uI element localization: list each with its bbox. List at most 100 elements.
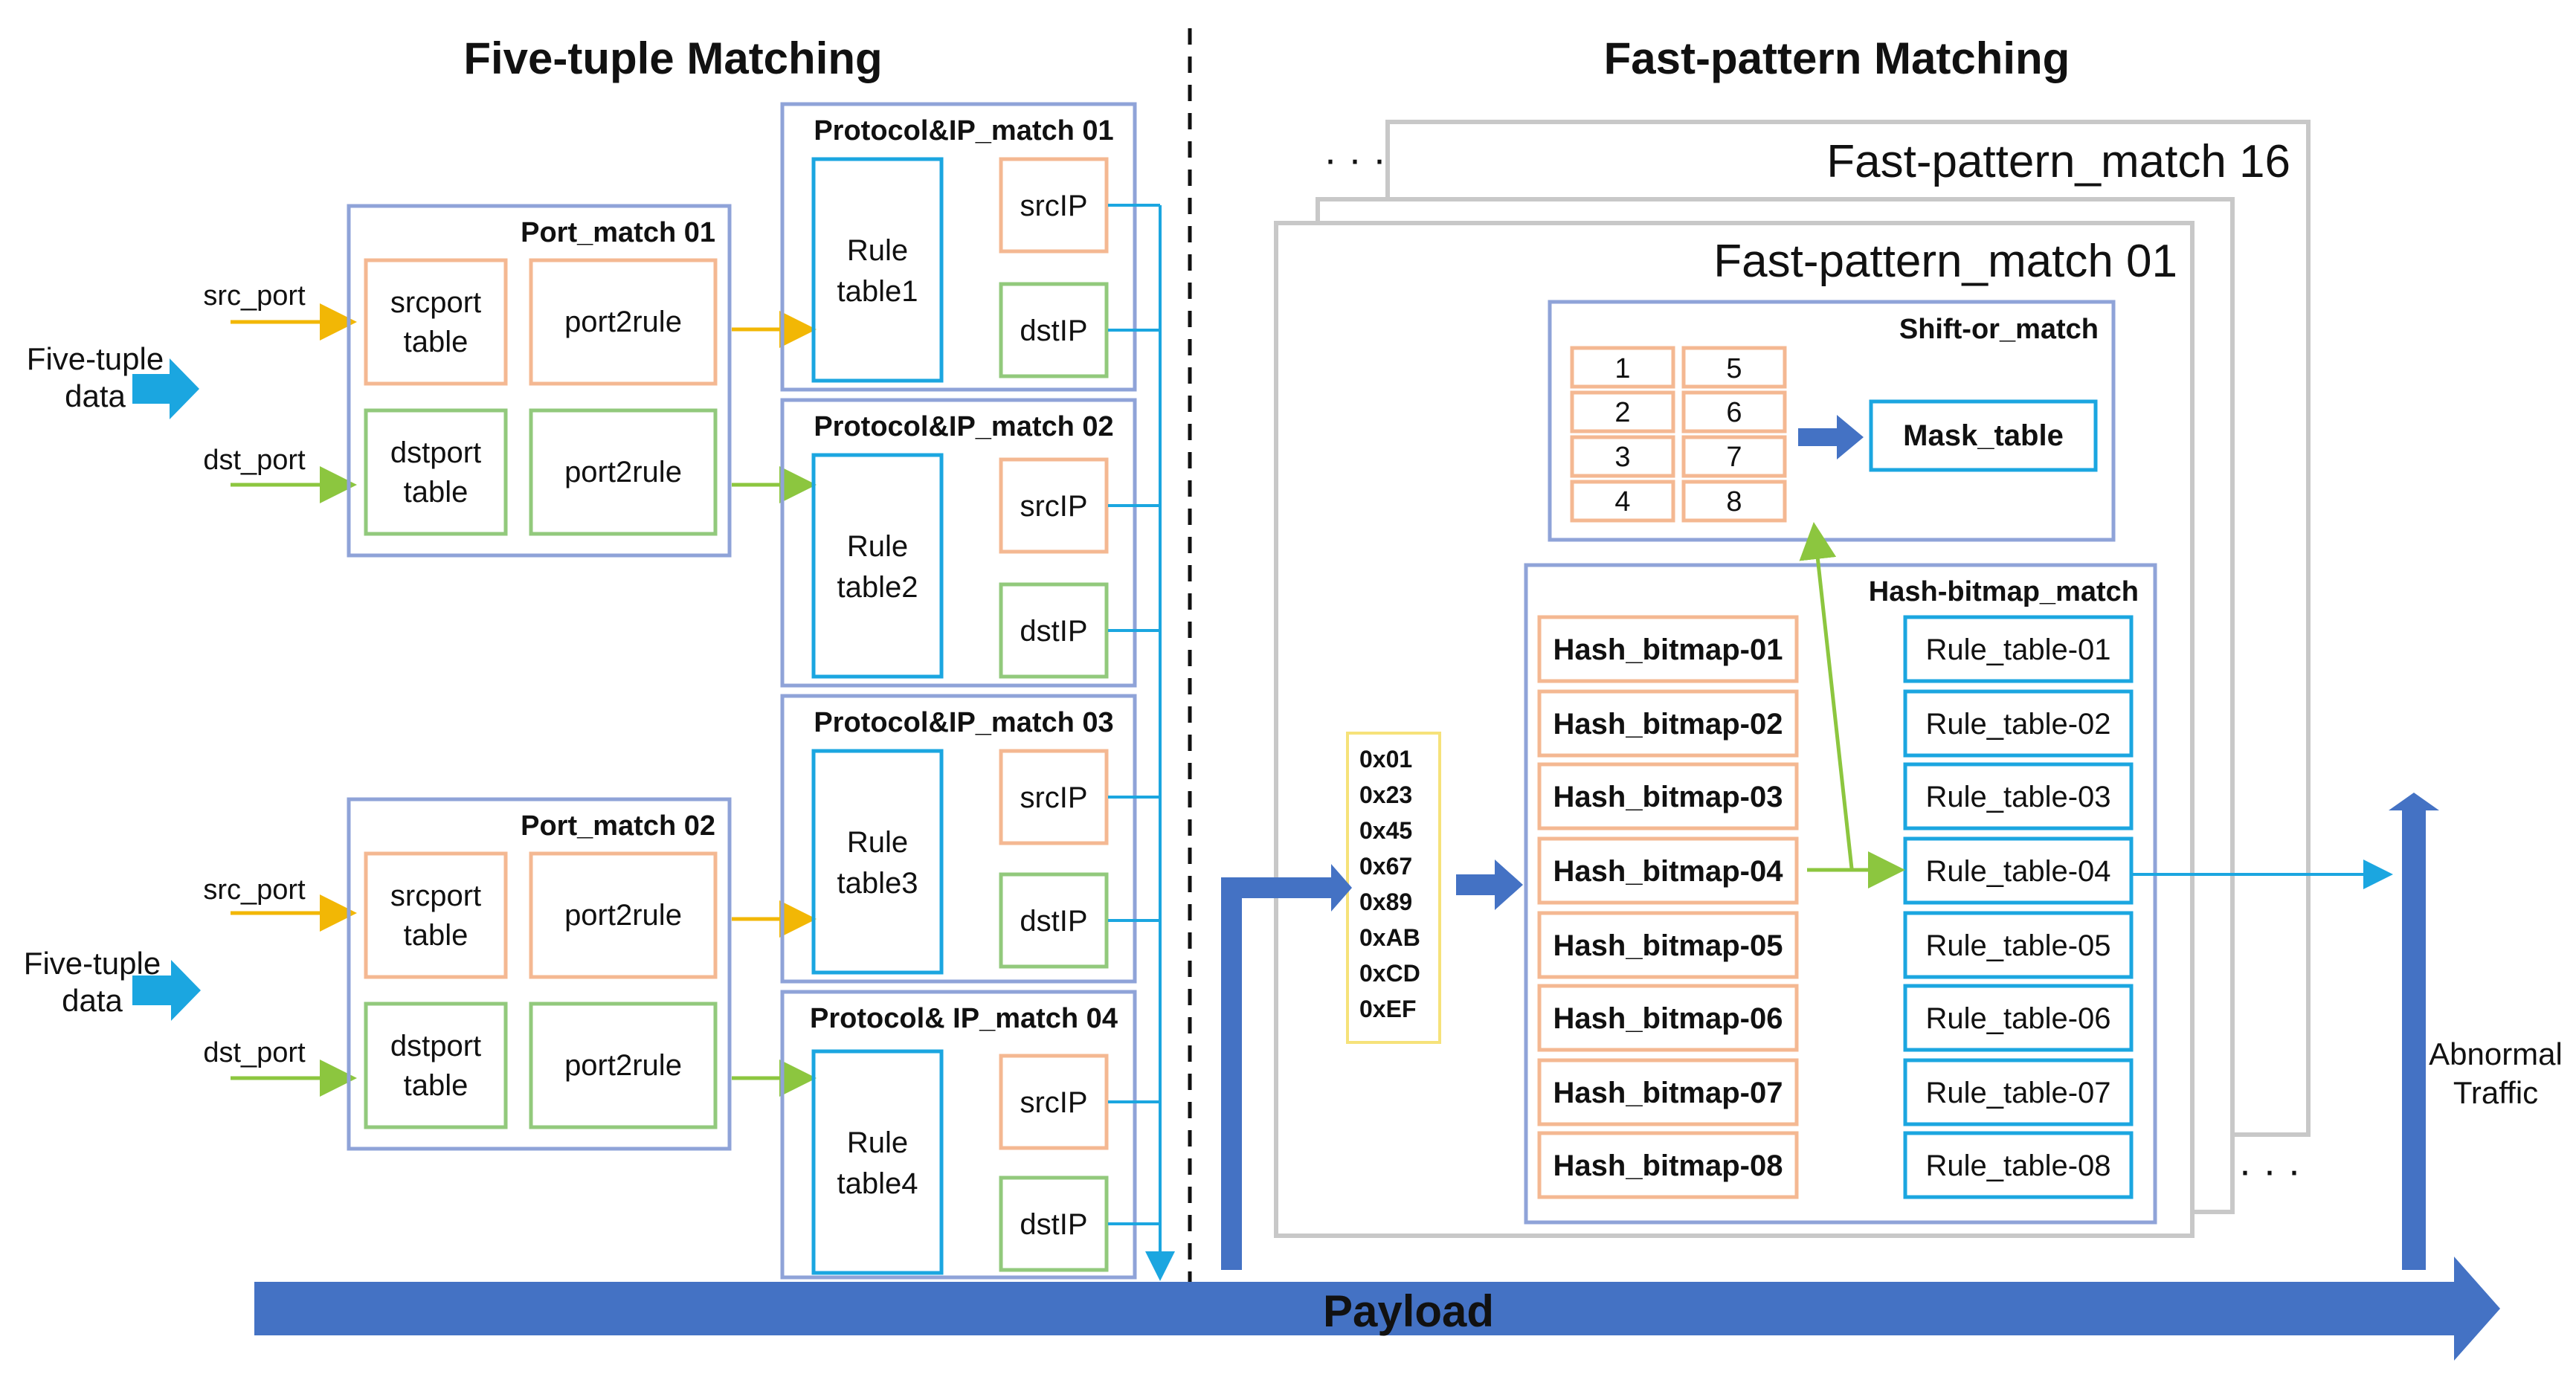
- bitmap-to-mask-arrow: [1799, 522, 1854, 869]
- traffic-label: Traffic: [2453, 1075, 2538, 1110]
- shift-or-cell-label: 1: [1614, 353, 1630, 384]
- dst-ip-box: [999, 1176, 1109, 1272]
- payload-arrow: [254, 1257, 2500, 1361]
- data-label: data: [65, 378, 126, 413]
- shift-or-cell-label: 7: [1726, 442, 1742, 473]
- hash-bitmap-title: Hash-bitmap_match: [1869, 576, 2139, 607]
- rule-table-entry-label: Rule_table-07: [1925, 1077, 2110, 1109]
- hash-bitmap-label: Hash_bitmap-01: [1553, 633, 1783, 666]
- hex-byte: 0xCD: [1359, 960, 1420, 987]
- protocol-ip-match-02: Protocol&IP_match 02 Rule table2 srcIP d…: [780, 398, 1137, 688]
- dst-ip-box: [999, 582, 1109, 679]
- hash-bitmap-label: Hash_bitmap-07: [1553, 1077, 1783, 1109]
- hash-bitmap-label: Hash_bitmap-02: [1553, 708, 1783, 741]
- hash-bitmap-frame: [1524, 563, 2157, 1225]
- shift-or-cell-label: 8: [1726, 486, 1742, 517]
- shift-or-cell-label: 2: [1614, 397, 1630, 428]
- hex-to-bitmap-arrow-icon: [1456, 860, 1523, 910]
- hash-bitmap-label: Hash_bitmap-04: [1553, 855, 1784, 888]
- hash-bitmap-box: [1537, 762, 1799, 831]
- src-ip-box: [999, 457, 1109, 554]
- rule-table-box: [811, 749, 944, 975]
- input-arrow-icon: [132, 960, 201, 1021]
- shift-or-cell: [1681, 390, 1787, 433]
- fast-pattern-front-label: Fast-pattern_match 01: [1713, 236, 2177, 287]
- dst-ip-box: [999, 872, 1109, 969]
- hash-bitmap-box: [1537, 689, 1799, 758]
- payload-label: Payload: [1323, 1286, 1494, 1336]
- port2rule-box: [529, 408, 718, 536]
- rule-table-entry: [1903, 615, 2134, 683]
- hash-bitmap-label: Hash_bitmap-05: [1553, 929, 1783, 962]
- hex-byte: 0x67: [1359, 853, 1412, 880]
- srcport-table-label: srcport: [390, 880, 481, 912]
- hash-bitmap-box: [1537, 1131, 1799, 1199]
- mask-table-box: [1869, 399, 2098, 472]
- src-ip-label: srcIP: [1020, 490, 1087, 523]
- dstport-table-box: [364, 1002, 508, 1129]
- rule-table-entry: [1903, 762, 2134, 831]
- srcport-table-box: [364, 258, 508, 386]
- hash-bitmap-box: [1537, 984, 1799, 1052]
- dstport-table-label: table: [404, 476, 468, 509]
- dstport-table-label: table: [404, 1069, 468, 1102]
- src-ip-box: [999, 749, 1109, 845]
- rule-table-label: table4: [837, 1167, 918, 1200]
- dst-ip-label: dstIP: [1020, 615, 1087, 648]
- rule-table-label: table1: [837, 275, 918, 308]
- rule-table-entry: [1903, 1131, 2134, 1199]
- dstport-table-label: dstport: [390, 1030, 481, 1062]
- data-label: data: [62, 983, 123, 1018]
- shift-or-cell: [1681, 435, 1787, 478]
- hash-bitmap-match: Hash-bitmap_match Hash_bitmap-01 Hash_bi…: [1524, 522, 2157, 1225]
- dst-ip-label: dstIP: [1020, 1208, 1087, 1241]
- dst-ip-label: dstIP: [1020, 315, 1087, 347]
- shift-or-cells: 1 2 3 4 5 6 7 8: [1570, 346, 1787, 523]
- shift-or-title: Shift-or_match: [1899, 314, 2099, 345]
- dst-ip-box: [999, 282, 1109, 378]
- protocol-ip-frame: [780, 102, 1137, 392]
- rule-table-entry-label: Rule_table-06: [1925, 1002, 2110, 1035]
- dst-ip-label: dstIP: [1020, 905, 1087, 938]
- hex-byte: 0xEF: [1359, 996, 1416, 1022]
- hash-bitmap-label: Hash_bitmap-06: [1553, 1002, 1783, 1035]
- abnormal-traffic-arrow: [2389, 793, 2439, 1270]
- ip-output-bus: [1108, 204, 1175, 1281]
- five-tuple-label: Five-tuple: [27, 341, 164, 376]
- protocol-ip-match-01: Protocol&IP_match 01 Rule table1 srcIP d…: [780, 102, 1137, 392]
- hex-byte: 0x23: [1359, 781, 1412, 808]
- rule-table-entry-label: Rule_table-01: [1925, 633, 2110, 666]
- dstport-table-label: dstport: [390, 436, 481, 469]
- src-ip-label: srcIP: [1020, 190, 1087, 222]
- abnormal-label: Abnormal: [2429, 1036, 2563, 1071]
- rule-table-label: Rule: [847, 826, 908, 859]
- protocol-ip-frame: [780, 398, 1137, 688]
- port-match-frame: [347, 797, 732, 1151]
- port-match-title: Port_match 01: [521, 217, 715, 248]
- srcport-table-label: table: [404, 326, 468, 358]
- port2rule-box: [529, 258, 718, 386]
- fast-pattern-back-label: Fast-pattern_match 16: [1826, 136, 2290, 187]
- ellipsis-top: · · ·: [1324, 137, 1386, 181]
- rule-table-list: Rule_table-01 Rule_table-02 Rule_table-0…: [1903, 615, 2134, 1199]
- shift-or-cell: [1681, 480, 1787, 523]
- protocol-ip-frame: [780, 990, 1137, 1280]
- port2rule-label: port2rule: [564, 306, 682, 338]
- src-port-label: src_port: [203, 874, 306, 906]
- srcport-table-label: srcport: [390, 286, 481, 319]
- hash-bitmap-box: [1537, 911, 1799, 979]
- payload-branch-arrow: [1221, 864, 1352, 1270]
- shift-or-cell: [1570, 480, 1675, 523]
- rule-table-entry-label: Rule_table-02: [1925, 708, 2110, 741]
- hash-bitmap-box: [1537, 1058, 1799, 1126]
- srcport-table-label: table: [404, 919, 468, 952]
- shift-or-cell-label: 3: [1614, 442, 1630, 473]
- hash-bitmap-label: Hash_bitmap-03: [1553, 781, 1783, 813]
- port-match-01: Port_match 01 srcport table port2rule ds…: [347, 204, 732, 558]
- rule-table-label: Rule: [847, 530, 908, 563]
- rule-table-entry: [1903, 984, 2134, 1052]
- port-match-title: Port_match 02: [521, 810, 715, 842]
- five-tuple-input-2: Five-tuple data: [24, 946, 201, 1021]
- hex-byte: 0xAB: [1359, 924, 1420, 951]
